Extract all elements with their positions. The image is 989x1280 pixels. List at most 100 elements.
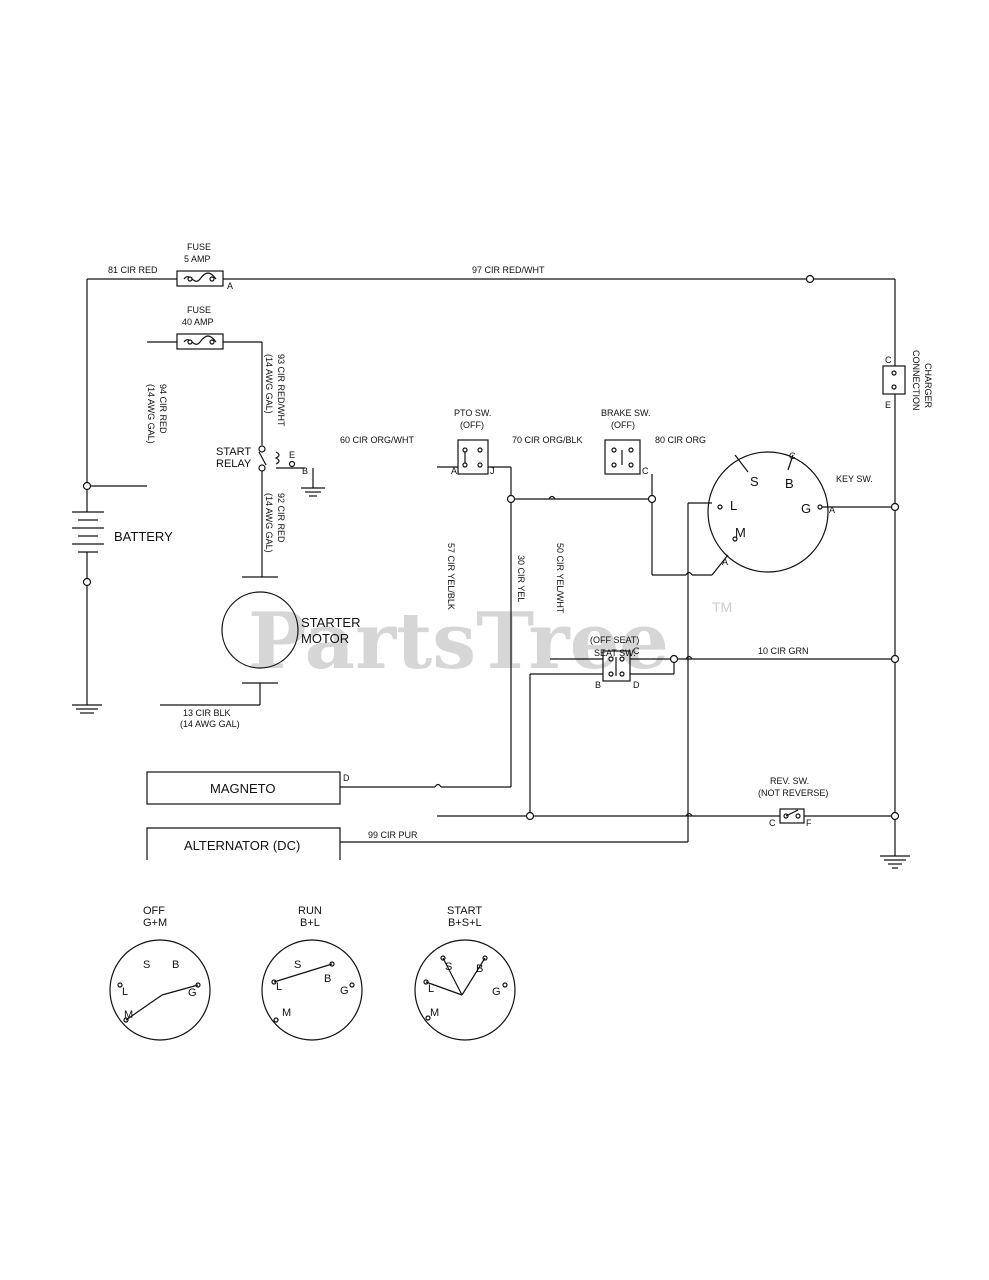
watermark: PartsTree <box>248 596 669 687</box>
relay-pin-e: E <box>289 450 295 460</box>
wire-label-93-gauge: (14 AWG GAL) <box>264 354 274 414</box>
rev-label-1: REV. SW. <box>770 776 809 786</box>
wire-label-92-gauge: (14 AWG GAL) <box>264 493 274 553</box>
wire-label-97: 97 CIR RED/WHT <box>472 265 545 275</box>
wire-label-13-gauge: (14 AWG GAL) <box>180 719 240 729</box>
pos-off-combo: G+M <box>143 917 167 929</box>
pos-run-s: S <box>294 959 301 971</box>
pto-switch <box>457 439 512 495</box>
key-terminal-l: L <box>730 498 737 513</box>
brake-switch <box>604 439 653 495</box>
start-relay-label-1: START <box>216 446 251 458</box>
magneto-label: MAGNETO <box>210 781 276 796</box>
pos-off-l: L <box>122 986 128 998</box>
rev-label-2: (NOT REVERSE) <box>758 788 828 798</box>
rev-switch <box>437 808 891 824</box>
fuse-5-amp <box>176 270 224 287</box>
key-sw-label: KEY SW. <box>836 474 873 484</box>
charger-connection <box>882 356 906 503</box>
magneto-pin: D <box>343 773 350 783</box>
starter-label-2: MOTOR <box>301 631 349 646</box>
seat-switch <box>529 650 891 812</box>
key-pin-a-bottom: A <box>722 557 728 567</box>
wire-label-92: 92 CIR RED <box>276 493 286 543</box>
fuse-5-title: FUSE <box>187 242 211 252</box>
pos-off-b: B <box>172 959 179 971</box>
battery-symbol <box>72 481 147 714</box>
pos-start-m: M <box>430 1007 439 1019</box>
rev-pin-f: F <box>806 818 812 828</box>
key-position-off <box>109 939 211 1041</box>
charger-label-2: CONNECTION <box>911 350 921 411</box>
pos-start-s: S <box>445 961 452 973</box>
wire-label-80: 80 CIR ORG <box>655 435 706 445</box>
brake-label-2: (OFF) <box>611 420 635 430</box>
seat-label-2: (OFF SEAT) <box>590 635 639 645</box>
wire-label-93: 93 CIR RED/WHT <box>276 354 286 427</box>
pos-off-s: S <box>143 959 150 971</box>
wire-label-10: 10 CIR GRN <box>758 646 809 656</box>
pos-start-title: START <box>447 905 482 917</box>
pos-off-title: OFF <box>143 905 165 917</box>
seat-pin-c: C <box>633 646 640 656</box>
key-position-start <box>414 939 516 1041</box>
pos-run-combo: B+L <box>300 917 320 929</box>
center-bus <box>687 502 712 842</box>
pos-start-combo: B+S+L <box>448 917 482 929</box>
wire-label-81: 81 CIR RED <box>108 265 158 275</box>
pos-off-g: G <box>188 987 197 999</box>
seat-pin-d: D <box>633 680 640 690</box>
wire-label-70: 70 CIR ORG/BLK <box>512 435 583 445</box>
starter-label-1: STARTER <box>301 615 360 630</box>
battery-label: BATTERY <box>114 529 173 544</box>
pto-pin-j: J <box>490 466 495 476</box>
key-position-run <box>261 939 363 1041</box>
charger-pin-e: E <box>885 400 891 410</box>
pto-pin-a: A <box>451 466 457 476</box>
key-switch <box>707 451 891 573</box>
starter-motor <box>160 576 299 706</box>
pos-run-m: M <box>282 1007 291 1019</box>
key-pin-a-right: A <box>829 505 835 515</box>
start-relay <box>258 445 325 577</box>
magneto-box <box>146 771 511 805</box>
pos-start-l: L <box>428 983 434 995</box>
fuse-5-pin: A <box>227 281 233 291</box>
fuse-40-title: FUSE <box>187 305 211 315</box>
wire-label-60: 60 CIR ORG/WHT <box>340 435 415 445</box>
right-bus <box>880 502 910 869</box>
pos-run-g: G <box>340 985 349 997</box>
pto-label-2: (OFF) <box>460 420 484 430</box>
wire-70 <box>506 494 657 787</box>
pos-run-title: RUN <box>298 905 322 917</box>
key-terminal-m: M <box>735 525 746 540</box>
wire-label-94: 94 CIR RED <box>158 384 168 434</box>
fuse-40-rating: 40 AMP <box>182 317 214 327</box>
key-terminal-s: S <box>750 474 759 489</box>
charger-pin-c: C <box>885 355 892 365</box>
wire-label-94-gauge: (14 AWG GAL) <box>146 384 156 444</box>
fuse-40-amp <box>147 333 263 445</box>
fuse-5-rating: 5 AMP <box>184 254 211 264</box>
pos-run-l: L <box>276 981 282 993</box>
brake-label-1: BRAKE SW. <box>601 408 651 418</box>
watermark-tm: TM <box>712 599 732 615</box>
wire-label-13: 13 CIR BLK <box>183 708 231 718</box>
alternator-box <box>146 827 688 860</box>
seat-label-1: SEAT SW. <box>594 648 636 658</box>
key-terminal-b: B <box>785 476 794 491</box>
pos-start-g: G <box>492 986 501 998</box>
charger-label-1: CHARGER <box>923 363 933 409</box>
wire-label-30: 30 CIR YEL <box>516 555 526 602</box>
wire-label-50: 50 CIR YEL/WHT <box>555 543 565 614</box>
seat-pin-b: B <box>595 680 601 690</box>
key-terminal-c: C <box>789 451 796 461</box>
wire-label-99: 99 CIR PUR <box>368 830 418 840</box>
relay-pin-b: B <box>302 466 308 476</box>
wire-label-57: 57 CIR YEL/BLK <box>446 543 456 610</box>
pos-start-b: B <box>476 963 483 975</box>
pos-off-m: M <box>124 1009 133 1021</box>
wire-top-81-97 <box>86 274 896 486</box>
pto-label-1: PTO SW. <box>454 408 491 418</box>
